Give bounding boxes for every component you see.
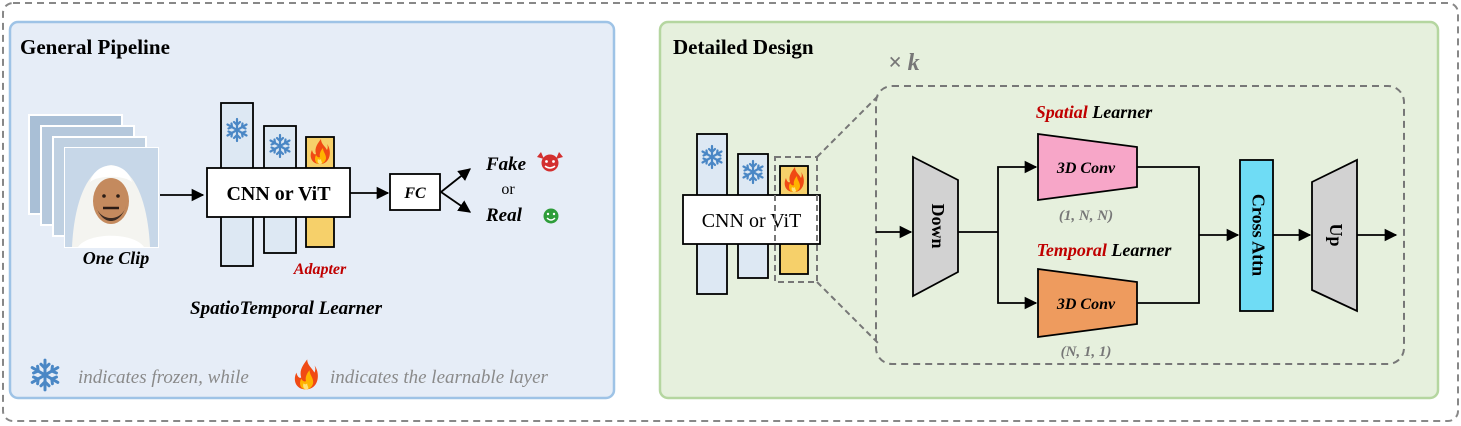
fake-label: Fake bbox=[485, 154, 527, 175]
temporal-kernel-label: (N, 1, 1) bbox=[1061, 344, 1112, 360]
adapter-label: Adapter bbox=[293, 261, 347, 278]
devil-face-icon bbox=[537, 152, 563, 172]
face-frame-image bbox=[65, 148, 158, 247]
backbone-label: CNN or ViT bbox=[702, 210, 802, 232]
smile-face-icon bbox=[543, 208, 559, 224]
cross-attention-block bbox=[1239, 159, 1274, 312]
spatial-learner-title: Spatial Learner bbox=[1036, 102, 1154, 122]
temporal-3d-conv-block bbox=[1037, 267, 1138, 339]
zoom-line bbox=[816, 95, 879, 158]
down-label: Down bbox=[928, 203, 948, 248]
temporal-conv-label: 3D Conv bbox=[1056, 296, 1116, 313]
spatiotemporal-learner-caption: SpatioTemporal Learner bbox=[190, 298, 383, 319]
legend-frozen-text: indicates frozen, while bbox=[78, 367, 249, 388]
up-projection-block bbox=[1311, 158, 1358, 313]
fc-box bbox=[389, 173, 441, 211]
real-label: Real bbox=[485, 205, 523, 226]
adapter-highlight-box bbox=[774, 156, 818, 283]
up-label: Up bbox=[1326, 223, 1346, 246]
detailed-design-title: Detailed Design bbox=[673, 35, 814, 59]
cross-attn-label: Cross Attn bbox=[1248, 194, 1268, 276]
spatial-kernel-label: (1, N, N) bbox=[1059, 208, 1113, 224]
general-pipeline-title: General Pipeline bbox=[20, 35, 170, 59]
one-clip-label: One Clip bbox=[83, 248, 150, 268]
temporal-learner-title: Temporal Learner bbox=[1037, 240, 1173, 260]
or-label: or bbox=[501, 181, 515, 198]
fc-to-real-arrow bbox=[440, 191, 472, 213]
to-spatial-arrow bbox=[997, 160, 1038, 232]
video-clip-stack bbox=[28, 114, 159, 248]
fc-label: FC bbox=[403, 185, 426, 202]
repeat-k-label: × k bbox=[888, 50, 920, 76]
backbone-label: CNN or ViT bbox=[226, 183, 331, 205]
fc-to-fake-arrow bbox=[440, 168, 471, 193]
backbone-box bbox=[682, 194, 821, 245]
legend-learnable-text: indicates the learnable layer bbox=[330, 367, 549, 388]
spatial-3d-conv-block bbox=[1037, 132, 1138, 202]
zoom-line bbox=[816, 281, 879, 344]
to-temporal-arrow bbox=[997, 232, 1038, 310]
backbone-box bbox=[206, 167, 351, 218]
spatial-conv-label: 3D Conv bbox=[1056, 160, 1116, 177]
down-projection-block bbox=[912, 155, 959, 298]
